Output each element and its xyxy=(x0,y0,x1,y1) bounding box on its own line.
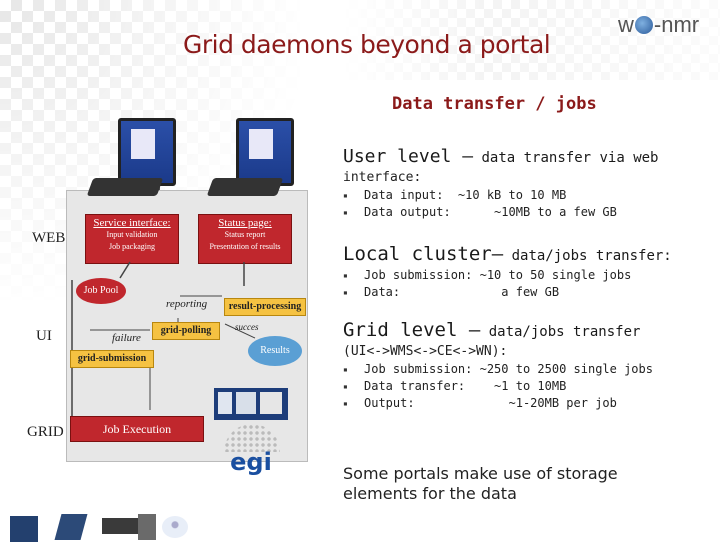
footer-bar xyxy=(0,500,720,542)
user-level-heading: User level – data transfer via web xyxy=(343,146,659,167)
list-item: Data input: ~10 kB to 10 MB xyxy=(343,187,713,204)
user-level-line2: interface: xyxy=(343,170,422,185)
globe-icon xyxy=(634,16,653,34)
local-cluster-bullets: Job submission: ~10 to 50 single jobs Da… xyxy=(343,267,713,301)
monitor-icon xyxy=(118,118,176,186)
grid-level-heading: Grid level – data/jobs transfer xyxy=(343,319,641,341)
job-execution-box: Job Execution xyxy=(70,416,204,442)
reporting-label: reporting xyxy=(166,298,208,310)
level-label-web: WEB xyxy=(32,230,66,246)
service-interface-box: Service interface: Input validation Job … xyxy=(85,214,179,264)
results-ellipse: Results xyxy=(248,336,302,366)
list-item: Data: a few GB xyxy=(343,284,713,301)
level-label-ui: UI xyxy=(36,328,52,344)
footer-logo-icon xyxy=(10,516,38,542)
list-item: Data output: ~10MB to a few GB xyxy=(343,204,713,221)
list-item: Data transfer: ~1 to 10MB xyxy=(343,378,713,395)
level-label-grid: GRID xyxy=(27,424,64,440)
grid-level-bullets: Job submission: ~250 to 2500 single jobs… xyxy=(343,361,713,412)
grid-level-line2: (UI<->WMS<->CE<->WN): xyxy=(343,344,508,359)
grid-polling-box: grid-polling xyxy=(152,322,220,340)
local-cluster-heading: Local cluster– data/jobs transfer: xyxy=(343,243,672,265)
status-page-box: Status page: Status report Presentation … xyxy=(198,214,292,264)
background-pattern-top xyxy=(340,0,720,80)
slide-subtitle: Data transfer / jobs xyxy=(392,94,597,114)
content-column: User level – data transfer via web inter… xyxy=(343,146,713,412)
portal-note: Some portals make use of storage element… xyxy=(343,464,618,503)
failure-label: failure xyxy=(112,332,141,344)
institution-logos xyxy=(214,388,288,420)
wenmr-logo: w-nmr xyxy=(618,12,700,37)
egi-logo: egi xyxy=(230,448,272,476)
list-item: Job submission: ~10 to 50 single jobs xyxy=(343,267,713,284)
footer-logo-icon xyxy=(138,514,156,540)
slide-title: Grid daemons beyond a portal xyxy=(183,30,551,59)
workflow-diagram: WEB UI GRID Service interface: Input val… xyxy=(0,110,308,474)
footer-logo-icon xyxy=(102,518,146,534)
grid-submission-box: grid-submission xyxy=(70,350,154,368)
job-pool-ellipse: Job Pool xyxy=(76,278,126,304)
list-item: Job submission: ~250 to 2500 single jobs xyxy=(343,361,713,378)
success-label: succes xyxy=(235,322,259,332)
list-item: Output: ~1-20MB per job xyxy=(343,395,713,412)
result-processing-box: result-processing xyxy=(224,298,306,316)
user-level-bullets: Data input: ~10 kB to 10 MB Data output:… xyxy=(343,187,713,221)
footer-logo-icon xyxy=(54,514,88,540)
footer-egi-icon xyxy=(162,516,188,538)
